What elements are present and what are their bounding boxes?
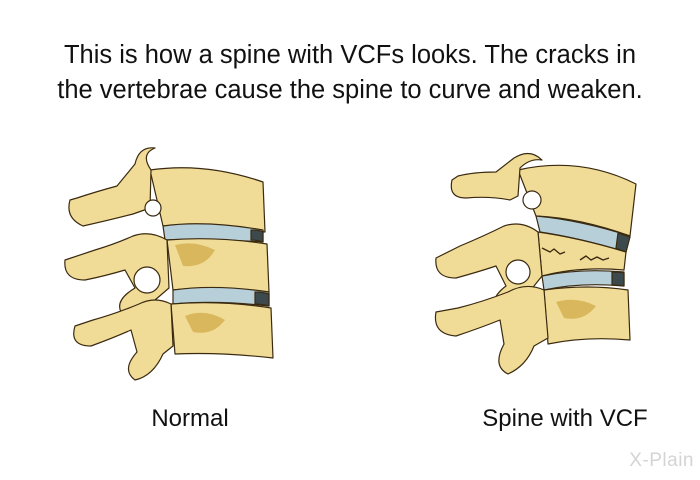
- vcf-lower-vertebra-body: [543, 286, 631, 345]
- vcf-spine-svg: [434, 152, 637, 375]
- normal-label: Normal: [151, 405, 229, 432]
- fracture-crack-2: [579, 255, 610, 261]
- lower-processes: [73, 299, 174, 381]
- upper-vertebra-body: [149, 167, 266, 233]
- lower-vertebra-body: [170, 302, 274, 359]
- vcf-upper-vertebra-body: [517, 164, 637, 237]
- caption-text: This is how a spine with VCFs looks. The…: [0, 38, 700, 108]
- vcf-upper-processes: [450, 152, 543, 201]
- vcf-middle-foramen: [505, 259, 531, 285]
- x-plain-logo: X-Plain: [629, 450, 694, 471]
- vcf-top-foramen: [522, 190, 542, 210]
- vcf-lower-processes: [434, 285, 549, 375]
- vcf-label: Spine with VCF: [482, 405, 648, 432]
- vcf-spine-illustration: [430, 140, 645, 390]
- caption-line-2: the vertebrae cause the spine to curve a…: [57, 76, 643, 104]
- upper-foramen: [133, 266, 161, 294]
- vcf-fractured-vertebra: [537, 231, 627, 277]
- lower-foramen: [144, 199, 162, 217]
- fracture-crack-1: [541, 247, 566, 255]
- caption-line-1: This is how a spine with VCFs looks. The…: [63, 41, 637, 69]
- upper-spinous-process: [68, 147, 156, 227]
- normal-spine-illustration: [55, 140, 285, 390]
- normal-spine-svg: [64, 147, 274, 381]
